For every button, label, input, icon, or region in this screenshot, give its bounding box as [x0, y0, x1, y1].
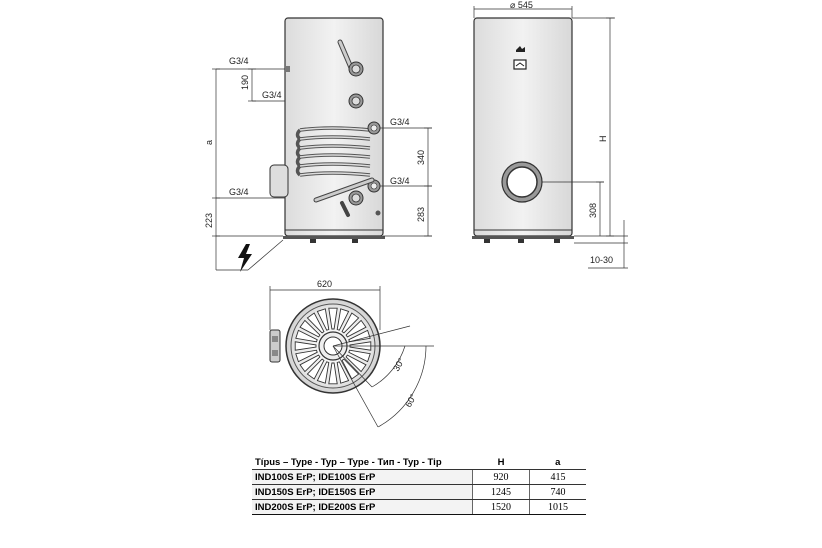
row-H: 1245 — [472, 484, 530, 500]
header-H: H — [472, 455, 530, 470]
header-type: Típus – Type - Typ – Type - Тип - Tyр - … — [252, 455, 473, 470]
label-angle-60: 60° — [403, 392, 419, 409]
brand-logo-icon — [516, 46, 525, 52]
label-dim-feet: 10-30 — [590, 255, 613, 265]
lightning-icon — [238, 244, 252, 272]
top-ribs — [294, 307, 372, 385]
top-rib — [316, 308, 330, 331]
label-dim-223: 223 — [204, 213, 214, 228]
top-rib — [345, 319, 367, 338]
row-model: IND100S ErP; IDE100S ErP — [252, 469, 473, 485]
row-H: 920 — [472, 469, 530, 485]
table-row: IND200S ErP; IDE200S ErP 1520 1015 — [252, 499, 586, 515]
top-rib — [328, 362, 338, 385]
side-view: ⌀ 545 H 308 10-30 — [472, 0, 628, 269]
top-rib — [306, 312, 325, 334]
row-a: 740 — [529, 484, 586, 500]
heater-housing — [269, 164, 289, 198]
top-rib — [348, 349, 371, 363]
energy-label-icon — [513, 59, 527, 70]
label-diameter: ⌀ 545 — [510, 0, 533, 10]
label-g34-coil-top: G3/4 — [390, 117, 410, 127]
label-dim-283: 283 — [416, 207, 426, 222]
top-rib — [348, 329, 371, 343]
label-g34-top: G3/4 — [229, 56, 249, 66]
table-row: IND100S ErP; IDE100S ErP 920 415 — [252, 469, 586, 485]
spec-table: Típus – Type - Typ – Type - Тип - Tyр - … — [252, 455, 586, 515]
top-rib — [306, 358, 325, 380]
row-a: 415 — [529, 469, 586, 485]
top-rib — [336, 308, 350, 331]
label-angle-30: 30° — [391, 356, 407, 373]
label-dim-H: H — [598, 136, 608, 143]
top-rib — [341, 358, 360, 380]
top-rib — [328, 307, 338, 330]
label-dim-340: 340 — [416, 150, 426, 165]
row-a: 1015 — [529, 499, 586, 515]
front-view: G3/4 190 G3/4 G3/4 a 340 G3/4 G3/4 223 2… — [204, 17, 432, 272]
top-rib — [345, 354, 367, 373]
label-g34-mid: G3/4 — [262, 90, 282, 100]
table-row: IND150S ErP; IDE150S ErP 1245 740 — [252, 484, 586, 500]
top-view: 620 30° 60° — [269, 279, 434, 428]
top-rib — [295, 349, 318, 363]
label-width: 620 — [317, 279, 332, 289]
spec-header-row: Típus – Type - Typ – Type - Тип - Tyр - … — [252, 455, 586, 470]
row-model: IND150S ErP; IDE150S ErP — [252, 484, 473, 500]
top-rib — [299, 354, 321, 373]
label-dim-308: 308 — [588, 203, 598, 218]
label-g34-left-bottom: G3/4 — [229, 187, 249, 197]
row-H: 1520 — [472, 499, 530, 515]
header-a: a — [529, 455, 586, 470]
label-dim-190: 190 — [240, 75, 250, 90]
top-rib — [341, 312, 360, 334]
top-rib — [295, 329, 318, 343]
top-rib — [316, 361, 330, 384]
top-rib — [294, 341, 317, 351]
top-rib — [299, 319, 321, 338]
label-dim-a: a — [204, 140, 214, 145]
label-g34-coil-bottom: G3/4 — [390, 176, 410, 186]
row-model: IND200S ErP; IDE200S ErP — [252, 499, 473, 515]
top-rib — [336, 361, 350, 384]
